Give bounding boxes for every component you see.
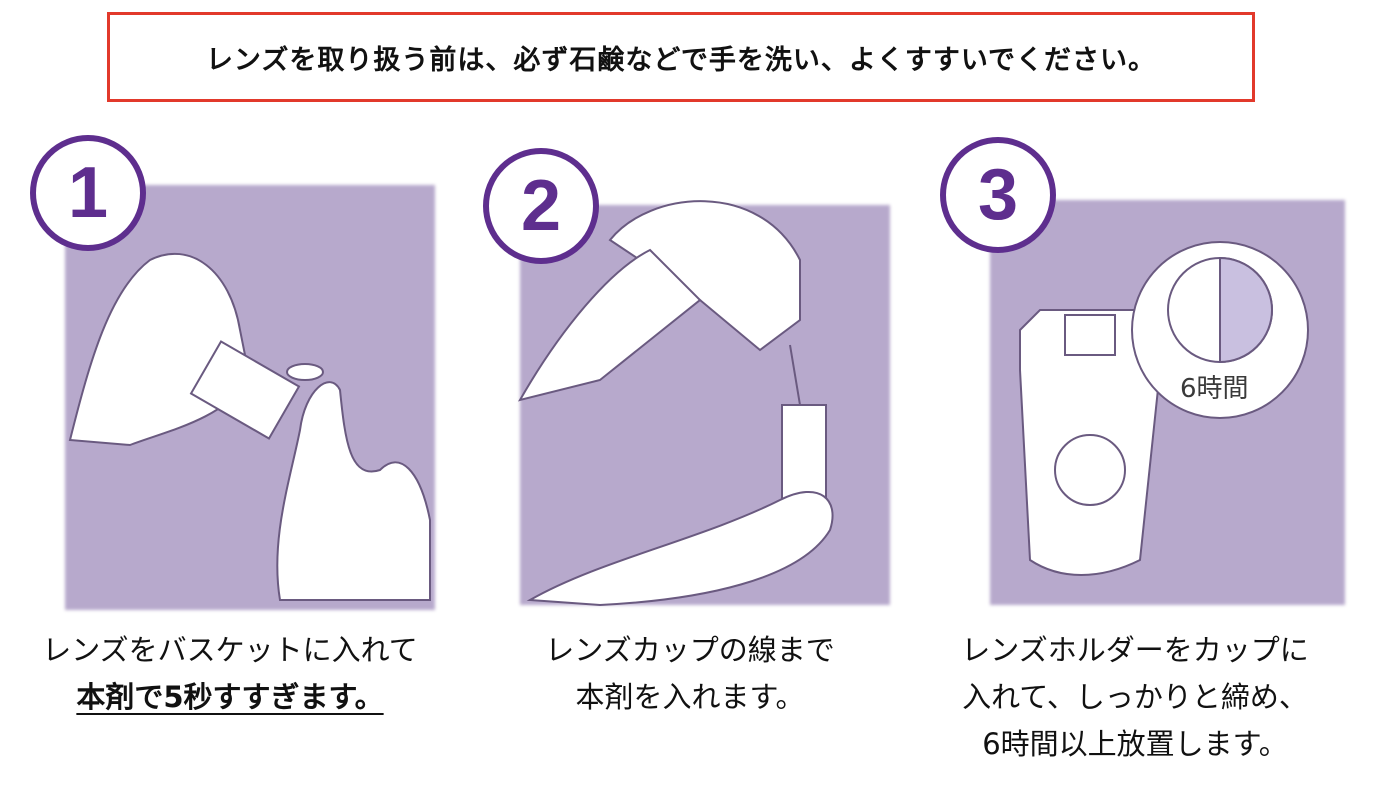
- timer-label: 6時間: [1180, 374, 1249, 404]
- step3-number: 3: [940, 137, 1056, 253]
- step3-caption: レンズホルダーをカップに 入れて、しっかりと締め、 6時間以上放置します。: [925, 627, 1345, 768]
- step3-line1: レンズホルダーをカップに: [961, 633, 1309, 667]
- step3-line3: 6時間以上放置します。: [982, 727, 1288, 761]
- step1-number: 1: [30, 135, 146, 251]
- step3-line2: 入れて、しっかりと締め、: [962, 680, 1308, 714]
- bottle-illustration: [608, 200, 801, 352]
- notice-text: レンズを取り扱う前は、必ず石鹸などで手を洗い、よくすすいでください。: [205, 44, 1157, 76]
- step2-line1: レンズカップの線まで: [545, 633, 835, 667]
- lens-case-illustration: [189, 340, 301, 440]
- step1-caption: レンズをバスケットに入れて 本剤で5秒すすぎます。: [20, 627, 440, 721]
- step2-caption: レンズカップの線まで 本剤を入れます。: [480, 627, 900, 721]
- hand-washing-notice: レンズを取り扱う前は、必ず石鹸などで手を洗い、よくすすいでください。: [107, 12, 1255, 102]
- step2-line2: 本剤を入れます。: [575, 680, 805, 714]
- step1-line1: レンズをバスケットに入れて: [42, 633, 418, 667]
- gear-illustration: [1054, 434, 1126, 506]
- cup-illustration: [781, 404, 827, 501]
- step2-number: 2: [483, 148, 599, 264]
- step1-line2: 本剤で5秒すすぎます。: [76, 680, 384, 714]
- finger-illustration: [276, 381, 431, 601]
